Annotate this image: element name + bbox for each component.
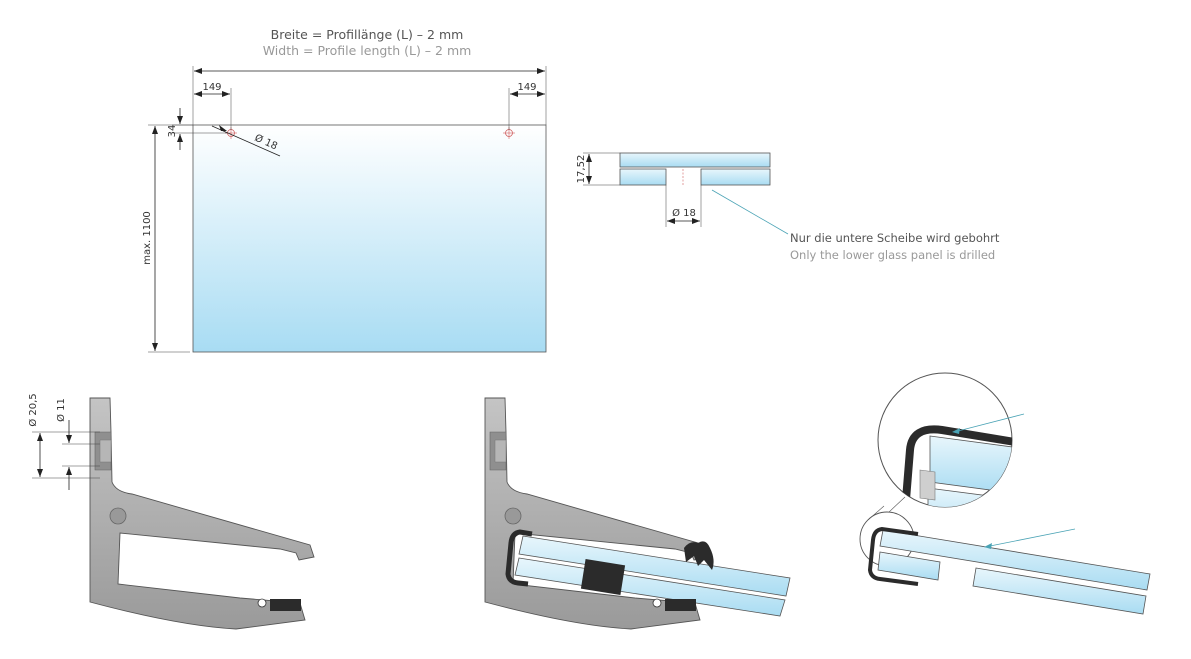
left-offset-dimension: 149 [194, 82, 232, 130]
note-english: Only the lower glass panel is drilled [790, 248, 995, 262]
section-hole-dimension: Ø 18 [665, 185, 702, 227]
glass-cross-section [619, 152, 771, 186]
countersink-dimension: Ø 20,5 Ø 11 [27, 393, 100, 490]
edge-protection-detail [859, 372, 1151, 615]
section-hole-label: Ø 18 [672, 207, 696, 219]
clamp-profile-empty [89, 397, 315, 630]
glass-thickness-label: 17,52 [576, 155, 587, 184]
title-german: Breite = Profillänge (L) – 2 mm [271, 27, 464, 42]
title-english: Width = Profile length (L) – 2 mm [263, 43, 472, 58]
note-leader-line [711, 189, 789, 235]
left-offset-label: 149 [202, 82, 221, 93]
height-dimension: max. 1100 [142, 124, 193, 353]
glass-panes-in-clamp [514, 535, 791, 617]
bottom-gasket [257, 598, 301, 611]
note-german: Nur die untere Scheibe wird gebohrt [790, 231, 1000, 245]
right-offset-dimension: 149 [508, 82, 545, 130]
clamp-profile-with-glass [484, 397, 791, 630]
right-offset-label: 149 [517, 82, 536, 93]
glass-panel-front-view [192, 124, 547, 353]
top-offset-label: 34 [167, 125, 178, 138]
inner-diameter-label: Ø 11 [55, 398, 67, 422]
bottom-gasket-2 [652, 598, 696, 611]
glass-thickness-dimension: 17,52 [576, 152, 620, 186]
width-dimension [192, 66, 547, 125]
height-label: max. 1100 [142, 211, 153, 265]
outer-diameter-label: Ø 20,5 [27, 393, 39, 426]
